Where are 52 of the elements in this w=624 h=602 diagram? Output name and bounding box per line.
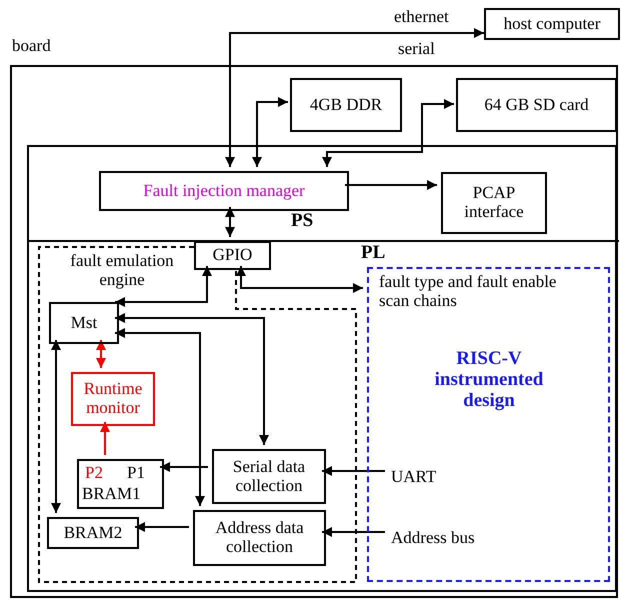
- process-box: [290, 78, 402, 132]
- node-label: Address data collection: [214, 519, 305, 557]
- arrow: [100, 422, 110, 455]
- arrow: [225, 207, 235, 237]
- arrow: [345, 180, 437, 190]
- arrow: [236, 266, 363, 293]
- arrow: [160, 462, 208, 472]
- design-region: [367, 267, 610, 582]
- arrow: [322, 99, 454, 167]
- process-box: [49, 302, 119, 344]
- node-label: Serial data collection: [232, 458, 306, 496]
- node-label: Fault injection manager: [143, 182, 305, 200]
- engine-region: [39, 247, 356, 582]
- process-box: [99, 171, 349, 211]
- arrow: [322, 466, 385, 476]
- node-label: fault type and fault enable scan chains: [379, 273, 558, 310]
- process-box: [484, 8, 620, 40]
- arrow: [252, 97, 288, 167]
- arrow: [115, 266, 212, 307]
- arrow: [51, 340, 61, 513]
- arrow: [96, 340, 106, 368]
- arrow: [135, 522, 189, 532]
- node-label: PS: [291, 211, 314, 232]
- arrow: [322, 527, 385, 537]
- node-label: fault emulation engine: [69, 252, 175, 290]
- process-box: [47, 517, 139, 549]
- node-label: RISC-V instrumented design: [434, 349, 544, 412]
- node-label: Mst: [70, 314, 98, 332]
- node-label: PL: [361, 243, 386, 264]
- process-box: [77, 459, 164, 509]
- process-box: [212, 449, 326, 504]
- process-box: [441, 172, 547, 234]
- process-box: [194, 241, 271, 270]
- node-label: Address bus: [391, 528, 475, 548]
- node-label: 4GB DDR: [310, 96, 382, 114]
- node-label: BRAM1: [82, 485, 141, 504]
- node-label: BRAM2: [64, 524, 122, 542]
- node-label: 64 GB SD card: [484, 96, 589, 114]
- arrow: [225, 28, 484, 167]
- node-label: host computer: [504, 14, 600, 34]
- node-label: board: [12, 37, 51, 56]
- arrow: [115, 328, 205, 506]
- process-box: [456, 78, 617, 132]
- node-label: PCAP interface: [463, 184, 525, 222]
- node-label: P2: [85, 464, 103, 483]
- chip-outline: [27, 145, 617, 592]
- process-box: [193, 510, 326, 566]
- node-label: Runtime monitor: [82, 380, 144, 418]
- arrow: [115, 313, 269, 445]
- monitor-box: [71, 372, 155, 426]
- node-label: GPIO: [212, 246, 252, 265]
- node-label: P1: [127, 464, 145, 483]
